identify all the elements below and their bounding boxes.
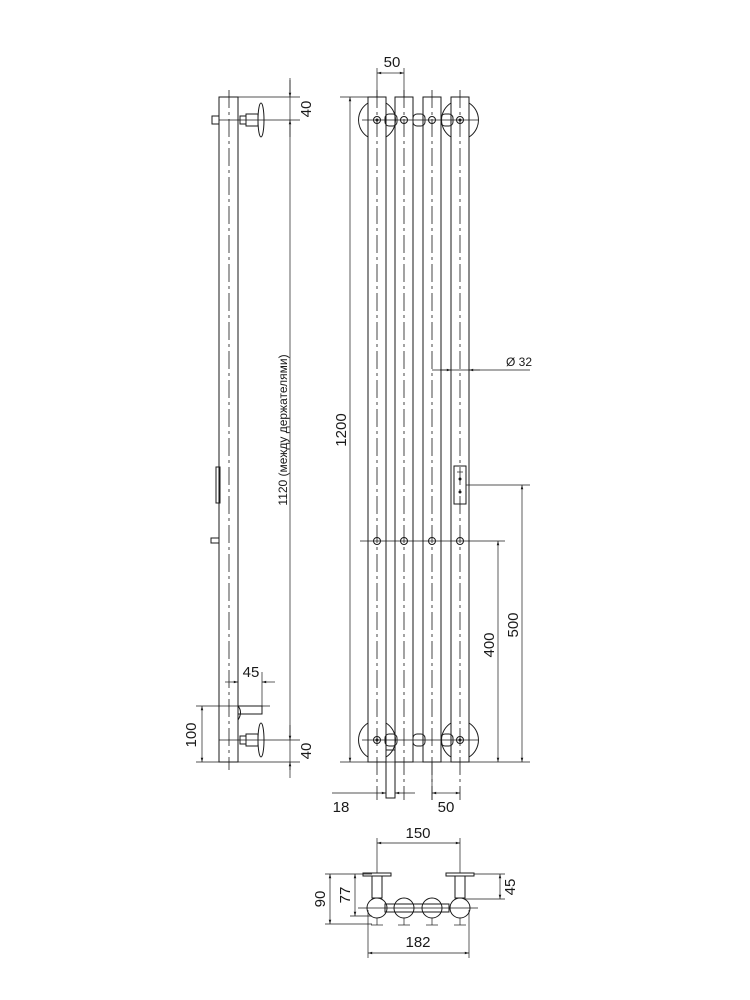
dim-top-holder: 40 bbox=[298, 101, 315, 118]
dim-holder-depth: 45 bbox=[502, 879, 519, 896]
wall-holders bbox=[362, 872, 475, 926]
tube bbox=[450, 96, 470, 763]
bottom-brackets bbox=[358, 722, 479, 758]
bottom-view: 150 90 77 45 182 bbox=[312, 825, 519, 958]
tube bbox=[367, 96, 387, 763]
top-brackets bbox=[358, 102, 479, 138]
tubes bbox=[367, 90, 470, 800]
dim-tube-pitch-top: 50 bbox=[384, 54, 401, 71]
mid-mounts bbox=[360, 537, 505, 545]
tube bbox=[422, 96, 442, 763]
side-view: 40 40 1120 (между держателями) 45 100 bbox=[183, 78, 315, 778]
side-tube bbox=[218, 96, 239, 763]
dim-mid-mount-height: 400 bbox=[481, 632, 498, 657]
dim-bottom-holder: 40 bbox=[298, 743, 315, 760]
dim-outlet-offset: 45 bbox=[243, 664, 260, 681]
dim-outlet-height: 100 bbox=[183, 722, 200, 747]
dim-holder-spacing: 150 bbox=[405, 825, 430, 842]
outlet-pipe bbox=[385, 749, 396, 799]
dim-tube-pitch-bottom: 50 bbox=[438, 799, 455, 816]
controller-button bbox=[458, 477, 462, 481]
dim-between-holders: 1120 (между держателями) bbox=[276, 354, 290, 505]
dim-outlet-width: 18 bbox=[333, 799, 350, 816]
controller-button bbox=[458, 490, 462, 494]
bottom-holder bbox=[219, 722, 300, 758]
front-view: 1200 50 Ø 32 500 400 18 50 bbox=[332, 54, 532, 816]
dim-depth-total: 90 bbox=[312, 891, 329, 908]
top-holder bbox=[211, 102, 300, 138]
side-pin bbox=[210, 537, 220, 544]
dim-depth-axis: 77 bbox=[337, 887, 354, 904]
dim-tube-diameter: Ø 32 bbox=[506, 355, 532, 369]
dim-total-width: 182 bbox=[405, 934, 430, 951]
dim-controller-height: 500 bbox=[505, 612, 522, 637]
collector bbox=[384, 903, 450, 913]
side-controller bbox=[215, 466, 221, 504]
dim-total-height: 1200 bbox=[333, 413, 350, 446]
tube bbox=[394, 96, 414, 763]
